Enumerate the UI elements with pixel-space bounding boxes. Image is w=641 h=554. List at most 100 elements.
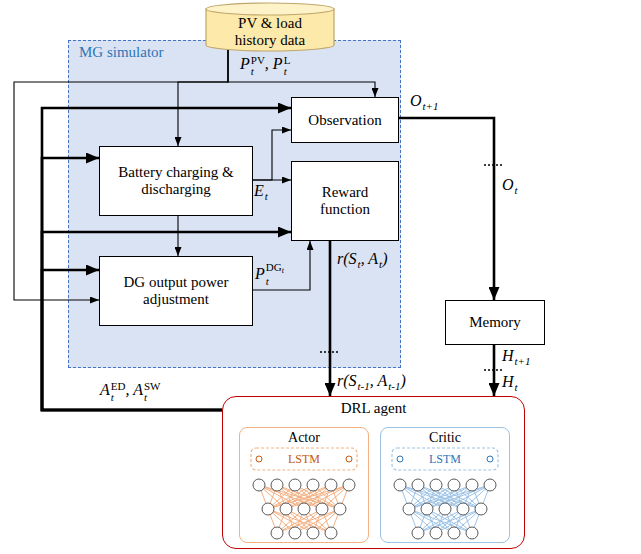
network-weight (427, 485, 436, 509)
network-neuron (271, 479, 283, 491)
network-neuron (412, 479, 424, 491)
network-neuron (298, 503, 310, 515)
network-neuron (403, 503, 415, 515)
network-weight (436, 509, 463, 533)
network-weight (409, 509, 436, 533)
network-weight (268, 485, 295, 509)
network-weight (259, 485, 304, 509)
symbol-base: , A (125, 381, 142, 398)
network-neuron (394, 479, 406, 491)
superscript: PV (251, 54, 265, 66)
symbol-base: r(S (337, 250, 357, 267)
network-weight (268, 485, 313, 509)
network-weight (418, 509, 481, 533)
network-weight (322, 485, 349, 509)
subscript: t (251, 66, 265, 77)
math-label: Ot+1 (410, 92, 439, 115)
symbol-base: O (502, 176, 514, 193)
network-weight (427, 509, 472, 533)
network-weight (463, 485, 490, 509)
network-weight (400, 485, 427, 509)
symbol-base: H (502, 347, 514, 364)
process-box: Observation (291, 97, 399, 143)
process-box: Reward function (291, 161, 399, 241)
network-neuron (325, 527, 337, 539)
network-weight (409, 509, 472, 533)
network-weight (295, 485, 304, 509)
network-weight (418, 485, 463, 509)
network-weight (268, 485, 331, 509)
network-weight (454, 485, 481, 509)
network-weight (322, 509, 331, 533)
network-weight (418, 509, 463, 533)
superscript: SW (144, 380, 161, 392)
network-weight (268, 509, 313, 533)
network-weight (418, 485, 481, 509)
network-weight (409, 509, 418, 533)
network-weight (295, 509, 322, 533)
data-connector (177, 216, 178, 256)
network-neuron (448, 479, 460, 491)
network-weight (427, 509, 436, 533)
network-weight (313, 485, 322, 509)
network-weight (304, 509, 313, 533)
network-weight (277, 509, 286, 533)
node-text: Battery charging & discharging (106, 164, 246, 198)
math-label: Ot (502, 176, 518, 199)
superscript-line: SW (144, 381, 161, 392)
network-weight (400, 485, 409, 509)
process-box: DG output power adjustment (99, 256, 253, 326)
subscript: t (515, 184, 518, 196)
symbol-base: H (502, 373, 514, 390)
network-weight (268, 509, 295, 533)
network-weight (418, 509, 445, 533)
superscript-line: ED (111, 381, 126, 392)
network-weight (277, 509, 304, 533)
network-weight (445, 485, 472, 509)
math-label: PPVt, PLt (240, 55, 290, 77)
network-neuron (253, 479, 265, 491)
math-label: PDGtt (255, 262, 284, 287)
actor-network: ActorLSTM (239, 427, 369, 543)
data-connector (228, 50, 375, 97)
network-weight (445, 509, 454, 533)
network-weight (304, 485, 349, 509)
network-weight (313, 509, 340, 533)
subscript: t-1 (358, 380, 370, 392)
superscript-line: DGt (266, 262, 284, 276)
control-connector (399, 118, 494, 300)
math-label: r(St, At) (337, 250, 388, 273)
control-connector (42, 232, 291, 410)
process-box: Memory (445, 300, 545, 345)
network-weight (463, 485, 472, 509)
data-cylinder: PV & load history data (205, 2, 335, 52)
node-text: DRL agent (223, 400, 524, 417)
network-neuron (421, 503, 433, 515)
node-text: DG output power adjustment (106, 274, 246, 308)
network-weight (286, 485, 349, 509)
network-weight (295, 509, 304, 533)
math-label: AEDt, ASWt (100, 381, 160, 403)
network-neuron (457, 503, 469, 515)
network-neuron (475, 503, 487, 515)
superscript-line: PV (251, 55, 265, 66)
critic-network: CriticLSTM (380, 427, 510, 543)
network-weight (304, 485, 331, 509)
network-weight (400, 485, 481, 509)
subscript: t+1 (515, 355, 531, 367)
network-neuron (484, 479, 496, 491)
control-connector (493, 345, 496, 396)
network-weight (268, 485, 277, 509)
network-weight (409, 485, 472, 509)
network-weight (436, 485, 481, 509)
control-connector (329, 241, 332, 396)
network-weight (436, 509, 445, 533)
subscript: t (266, 276, 284, 287)
lstm-block (392, 448, 498, 470)
data-connector (253, 241, 310, 290)
subscript: t (379, 258, 382, 270)
network-weight (454, 509, 463, 533)
network-weight (277, 485, 340, 509)
network-weight (295, 485, 340, 509)
network-neuron (334, 503, 346, 515)
